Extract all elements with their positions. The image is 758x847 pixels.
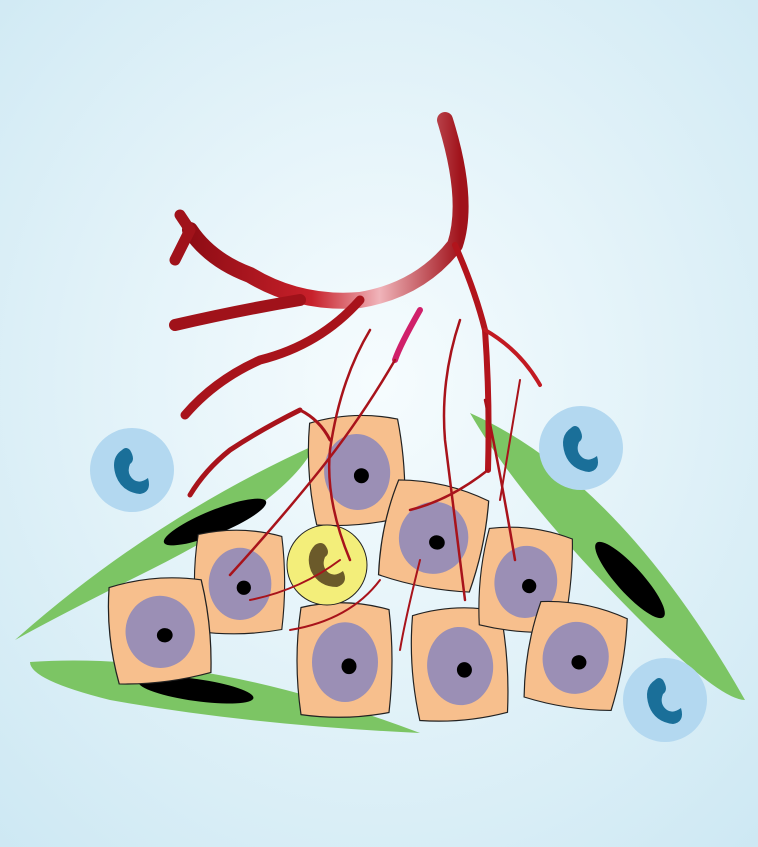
immune-cell (623, 658, 707, 742)
neutrophil (286, 524, 368, 606)
tumor-cell (103, 572, 216, 688)
immune-cell (90, 428, 174, 512)
blood-vessel (169, 112, 542, 651)
fibroblast-nucleus (163, 498, 267, 546)
fibroblast (470, 413, 745, 700)
immune-cell (539, 406, 623, 490)
fibroblast (15, 445, 315, 640)
fibroblast-nucleus (138, 676, 254, 704)
fibroblast-nucleus (595, 541, 665, 619)
tumor-cell (519, 596, 632, 716)
tumor-cell (296, 602, 393, 718)
